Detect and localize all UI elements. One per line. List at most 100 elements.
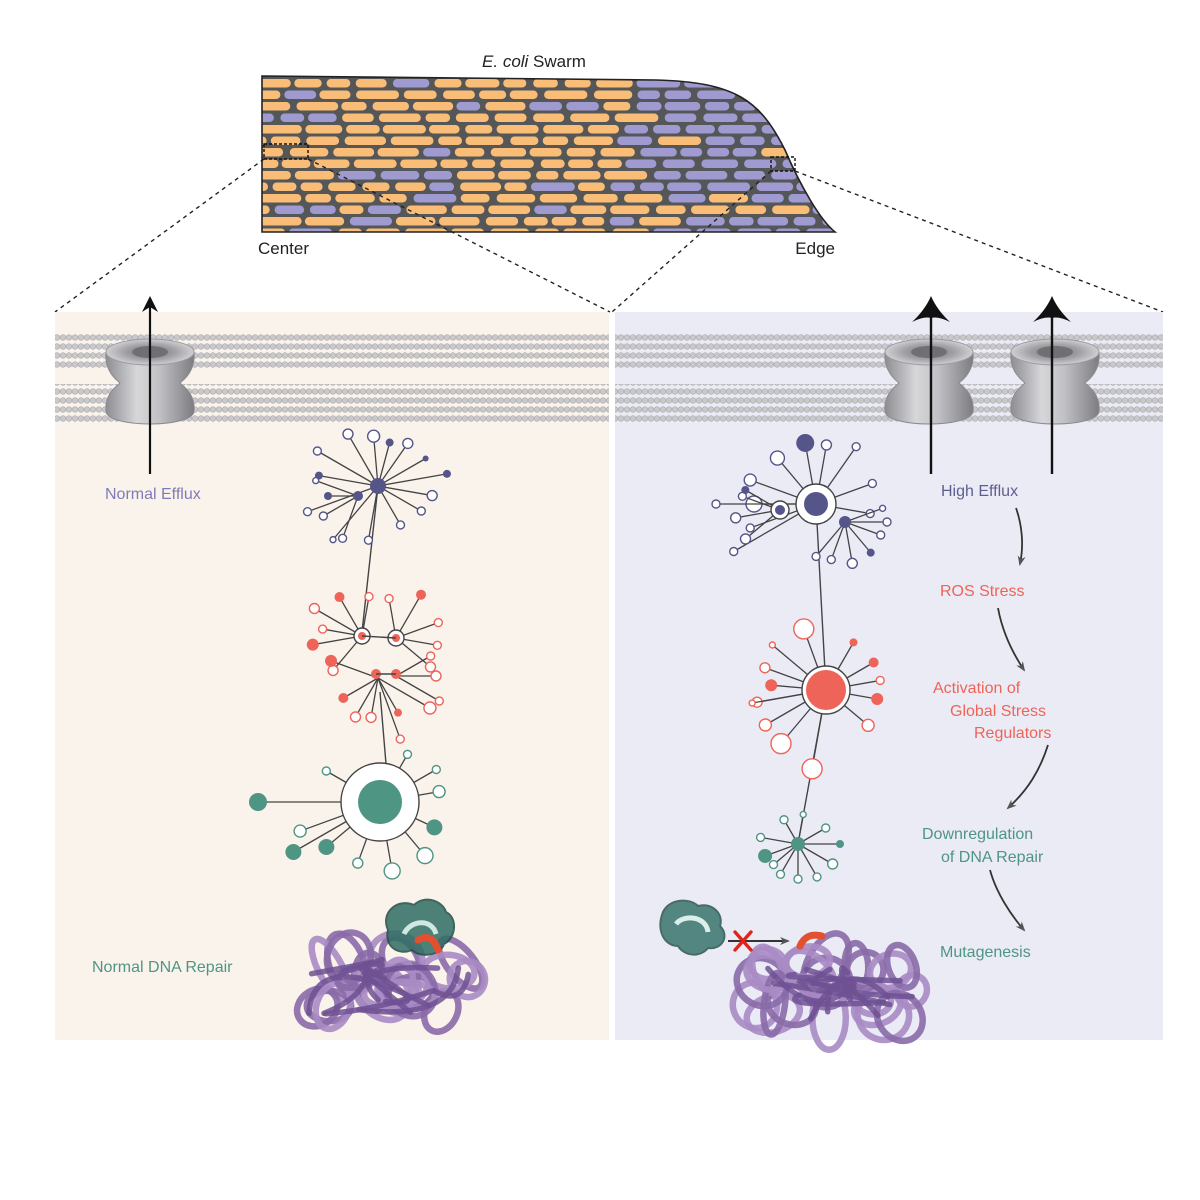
dna-loop [883, 941, 921, 991]
edge-cell [624, 125, 649, 134]
center-cell [341, 102, 367, 111]
network-node-open [821, 823, 831, 833]
zoom-lines [54, 158, 1164, 313]
dna-strand [792, 992, 887, 1007]
network-node-open [433, 617, 443, 628]
center-cell [272, 182, 297, 191]
center-cell [328, 182, 356, 191]
center-cell [434, 79, 462, 88]
center-cell [577, 182, 605, 191]
edge-cell [664, 102, 701, 111]
edge-cell [685, 171, 728, 180]
network-edge [815, 521, 846, 557]
swarm-title-rest: Swarm [528, 52, 586, 71]
center-cell [270, 136, 301, 145]
center-cell [563, 228, 606, 232]
center-cell [533, 79, 558, 88]
red-network-cluster-right [748, 618, 885, 780]
dna-strand [785, 971, 903, 984]
network-node-open [430, 670, 442, 682]
center-cell [439, 217, 480, 226]
center-cell [542, 136, 569, 145]
center-cell [281, 159, 311, 168]
center-cell [490, 148, 527, 157]
edge-cell [808, 125, 835, 134]
center-cell [808, 90, 835, 99]
normal-efflux-label: Normal Efflux [105, 486, 201, 503]
center-cell [564, 79, 591, 88]
edge-cell [823, 113, 835, 122]
network-node-open [801, 758, 823, 780]
red-hub-right-core [806, 670, 846, 710]
network-node-open [416, 846, 434, 865]
network-edge [354, 677, 379, 718]
network-node-open [312, 446, 323, 456]
normal-efflux-arrowhead [142, 296, 158, 312]
center-cell [539, 194, 578, 203]
edge-cell [802, 171, 835, 180]
flow-step-ros-stress: ROS Stress [940, 583, 1024, 600]
network-node-filled [338, 693, 349, 703]
efflux-pump-right-2 [1010, 338, 1100, 425]
network-node-open [321, 766, 332, 776]
center-cell [326, 79, 351, 88]
edge-cell [653, 125, 681, 134]
teal-hub-core [358, 780, 402, 824]
network-node-open [793, 874, 803, 884]
network-node-open [768, 859, 779, 870]
edge-cell [793, 217, 816, 226]
center-cell [262, 205, 270, 214]
center-cell [544, 90, 588, 99]
zoom-line-right-outer [794, 170, 1164, 313]
edge-cell [308, 113, 337, 122]
center-cell [761, 148, 798, 157]
dna-strand [809, 966, 836, 987]
network-node-open [729, 546, 739, 557]
network-node-open [318, 511, 329, 521]
center-cell [540, 159, 565, 168]
repair-enzyme-right [659, 899, 726, 956]
center-cell [460, 182, 502, 191]
center-cell [443, 90, 475, 99]
center-cell [355, 79, 387, 88]
center-cell [403, 90, 437, 99]
repair-enzyme-right-body [659, 899, 726, 956]
center-cell [319, 90, 351, 99]
center-cell [624, 194, 663, 203]
center-cell [479, 90, 507, 99]
edge-cell [817, 194, 835, 203]
cascade-arrows [989, 507, 1049, 932]
center-cell [465, 79, 500, 88]
edge-cell [804, 148, 831, 157]
stress-cascade: High Efflux ROS Stress Activation of Glo… [922, 483, 1051, 961]
network-node-open [293, 824, 307, 838]
network-node-open [426, 489, 438, 502]
network-node-open [878, 504, 887, 513]
flow-step-activation-line-3: Regulators [974, 725, 1051, 742]
network-edge [341, 495, 359, 539]
edge-cell [610, 182, 635, 191]
network-node-open [349, 711, 362, 723]
edge-cell [733, 171, 765, 180]
network-node-open [758, 718, 773, 732]
network-node-open [769, 450, 786, 466]
porin-channel [1037, 346, 1073, 358]
network-node-open [342, 428, 354, 440]
network-node-open [431, 764, 441, 775]
network-node-open [867, 478, 878, 489]
center-cell [597, 159, 622, 168]
network-node-open [826, 858, 839, 870]
center-cell [573, 136, 614, 145]
network-edge [377, 677, 401, 740]
edge-cell [805, 102, 835, 111]
center-cell [262, 182, 268, 191]
edge-cell [664, 113, 697, 122]
center-cell [603, 171, 648, 180]
network-edge [377, 677, 431, 709]
network-node-open [851, 441, 861, 452]
network-edge [377, 485, 422, 512]
dna-strand [355, 965, 462, 1015]
network-edge [844, 521, 881, 536]
network-node-filled [422, 455, 429, 462]
